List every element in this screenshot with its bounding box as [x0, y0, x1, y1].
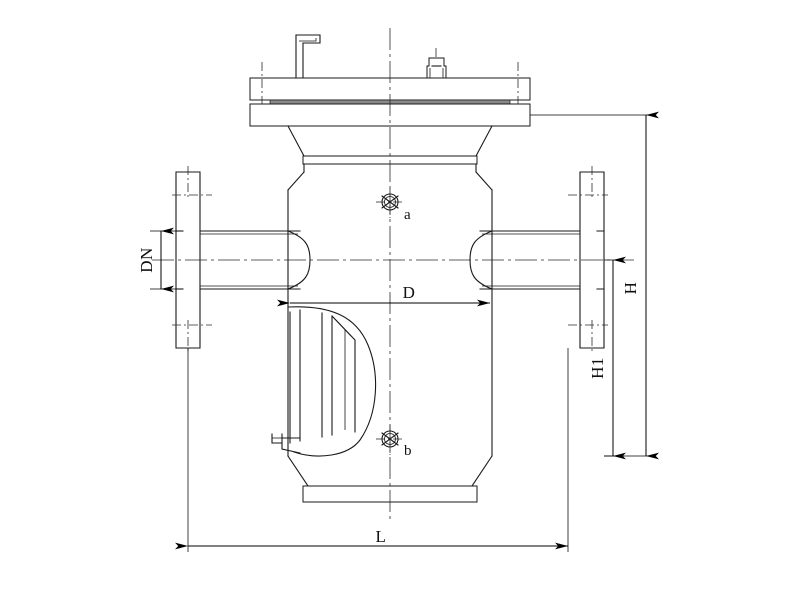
dimension-H-label: H — [621, 282, 640, 295]
bottom-cone — [287, 455, 493, 487]
port-b-label: b — [404, 443, 412, 459]
dimension-D: D — [277, 283, 490, 307]
dimension-DN: DN — [137, 227, 183, 293]
port-a: a — [376, 188, 411, 223]
dimension-DN-label: DN — [137, 247, 156, 273]
dimension-H1-label: H1 — [588, 357, 607, 379]
dimension-H1: H1 — [588, 256, 626, 460]
port-a-label: a — [404, 207, 411, 223]
strainer-basket — [271, 306, 377, 457]
port-b: b — [376, 425, 412, 459]
dimension-L: L — [175, 348, 569, 552]
dimension-L-label: L — [376, 527, 387, 546]
dimension-D-label: D — [403, 283, 416, 302]
